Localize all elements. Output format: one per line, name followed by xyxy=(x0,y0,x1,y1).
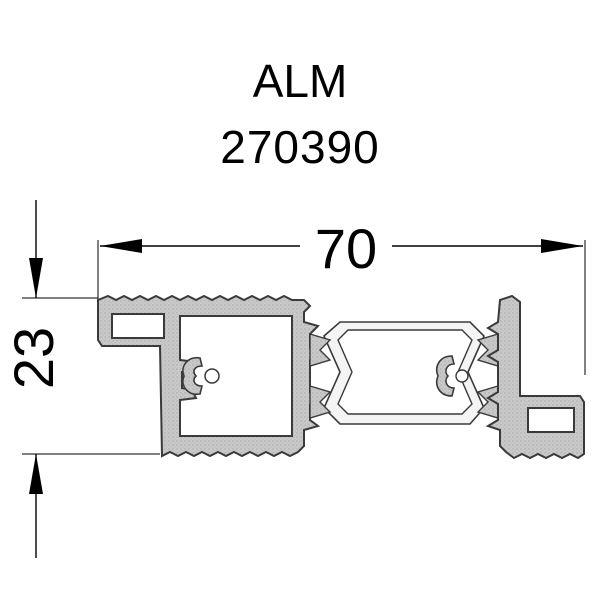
width-arrow-left xyxy=(100,239,142,253)
left-lower-clip xyxy=(309,385,332,419)
brand-title: ALM xyxy=(252,55,348,107)
right-screw-port xyxy=(436,355,456,397)
left-small-chamber xyxy=(111,313,165,339)
right-small-chamber xyxy=(527,407,575,433)
width-dimension: 70 xyxy=(97,217,586,375)
width-dimension-label: 70 xyxy=(315,217,377,280)
left-upper-clip xyxy=(309,333,332,367)
left-screw-hole xyxy=(204,368,220,384)
right-screw-hole xyxy=(455,369,469,383)
height-dimension-label: 23 xyxy=(2,327,65,389)
profile-left-section xyxy=(97,294,321,458)
thermal-break xyxy=(309,321,499,425)
width-arrow-right xyxy=(541,239,583,253)
height-arrow-bottom xyxy=(29,454,43,494)
profile-right-section xyxy=(436,294,585,460)
right-profile-body xyxy=(485,294,585,460)
product-code: 270390 xyxy=(220,121,380,173)
left-screw-port xyxy=(182,356,204,396)
height-arrow-top xyxy=(29,258,43,298)
thermal-break-inner xyxy=(337,329,473,415)
height-dimension: 23 xyxy=(2,200,160,558)
